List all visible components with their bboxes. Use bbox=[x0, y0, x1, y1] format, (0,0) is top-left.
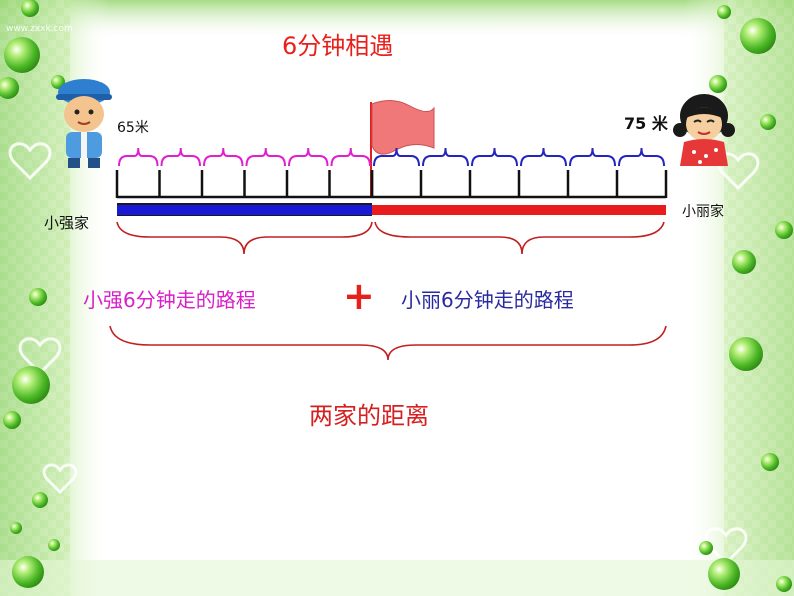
xiaoqiang-home-label: 小强家 bbox=[44, 214, 90, 232]
xiaoli-unit-brace bbox=[520, 147, 567, 167]
plus-sign: + bbox=[343, 274, 375, 318]
xiaoli-speed-label: 75 米 bbox=[624, 114, 668, 133]
girl-icon bbox=[673, 94, 735, 166]
xiaoli-home-label: 小丽家 bbox=[682, 204, 724, 220]
xiaoli-unit-brace bbox=[471, 147, 518, 167]
xiaoqiang-unit-brace bbox=[118, 147, 159, 167]
xiaoli-distance-label: 小丽6分钟走的路程 bbox=[401, 288, 574, 312]
watermark-logo: www.zxxk.com bbox=[6, 24, 73, 34]
total-distance-label: 两家的距离 bbox=[309, 402, 429, 430]
flag-icon bbox=[370, 100, 435, 196]
xiaoqiang-unit-brace bbox=[245, 147, 286, 167]
xiaoli-path-bar bbox=[372, 205, 666, 215]
xiaoqiang-distance-label: 小强6分钟走的路程 bbox=[83, 288, 256, 312]
xiaoqiang-unit-brace bbox=[203, 147, 244, 167]
xiaoqiang-unit-brace bbox=[330, 147, 371, 167]
page-title: 6分钟相遇 bbox=[282, 32, 394, 60]
boy-icon bbox=[56, 79, 112, 168]
xiaoli-unit-brace bbox=[618, 147, 665, 167]
total-brace bbox=[109, 325, 667, 361]
xiaoli-brace bbox=[374, 221, 665, 255]
xiaoqiang-speed-label: 65米 bbox=[117, 120, 149, 136]
xiaoqiang-path-bar-fill bbox=[117, 205, 372, 215]
xiaoqiang-unit-brace bbox=[288, 147, 329, 167]
xiaoqiang-brace bbox=[116, 221, 373, 255]
xiaoqiang-unit-brace bbox=[160, 147, 201, 167]
xiaoli-unit-brace bbox=[422, 147, 469, 167]
xiaoli-unit-brace bbox=[373, 147, 420, 167]
xiaoli-unit-brace bbox=[569, 147, 616, 167]
